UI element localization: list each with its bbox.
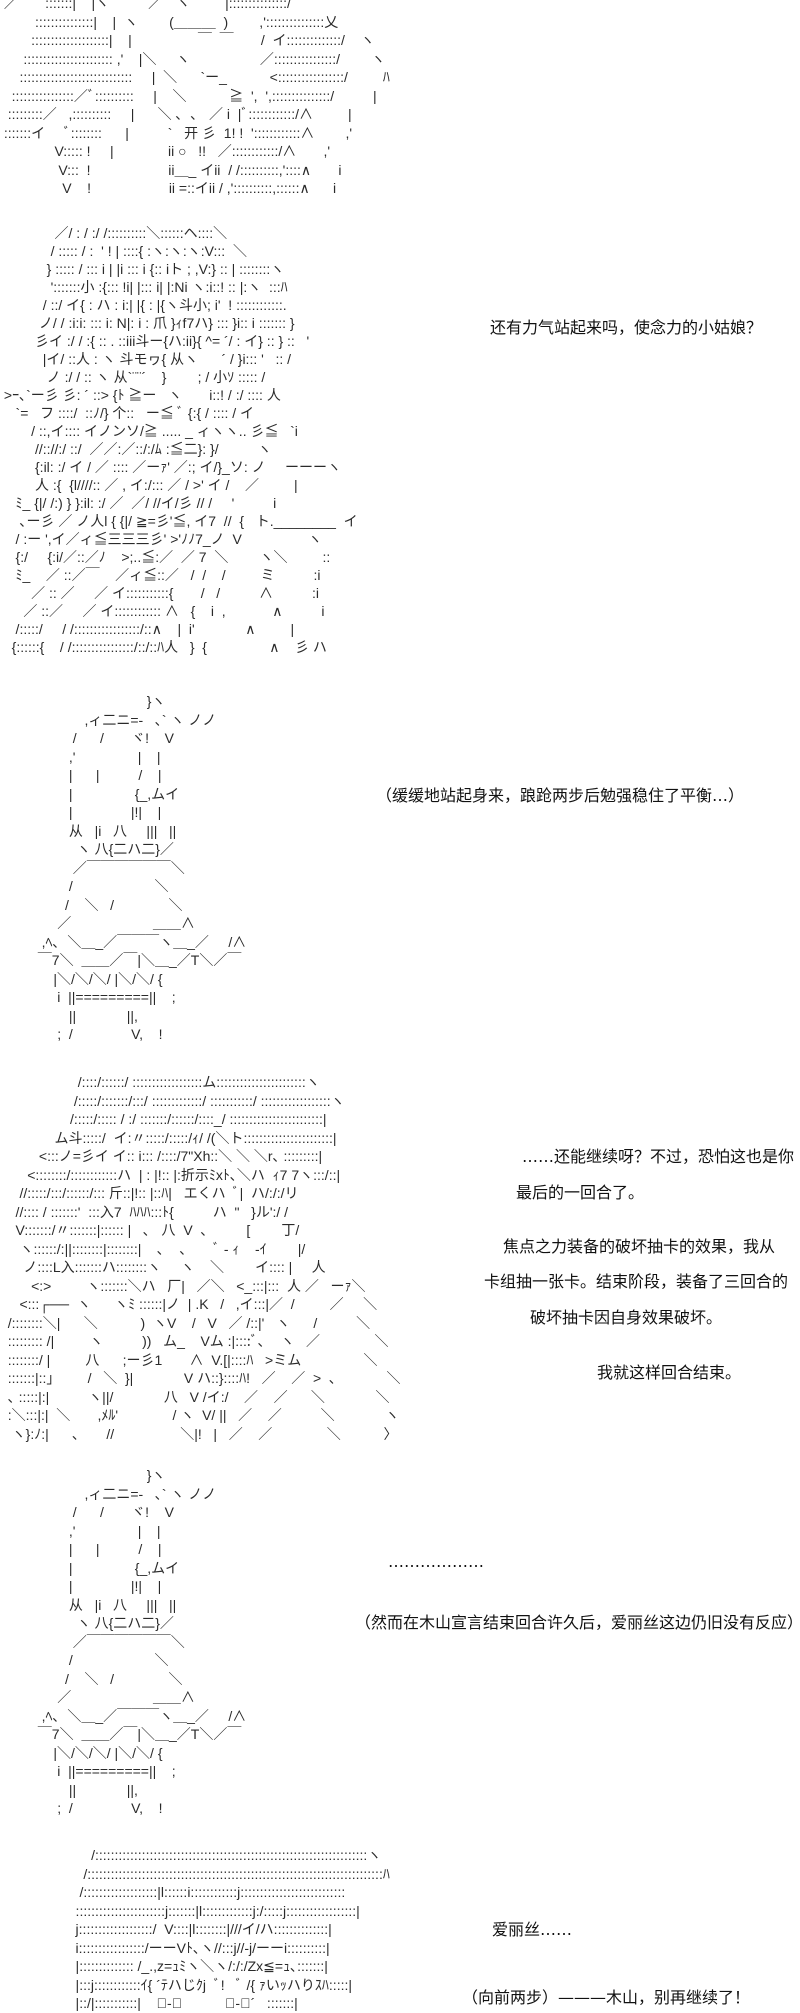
dialogue-line: 卡组抽一张卡。结束阶段，装备了三回合的: [484, 1272, 789, 1291]
dialogue-line: 焦点之力装备的破坏抽卡的效果，我从: [503, 1237, 776, 1256]
dialogue-line: 我就这样回合结束。: [597, 1363, 742, 1382]
ascii-art-kiyama-closeup: /::::/::::::/ ::::::::::::::::::ム:::::::…: [7, 1074, 401, 1442]
dialogue-line: 破坏抽卡因自身效果破坏。: [530, 1308, 723, 1327]
ascii-art-alice: }ヽ ,ィ二ニ=- ､` ヽ ノノ / / ヾ! V ,' | | | | / …: [37, 693, 247, 1042]
ascii-art-kiyama: ／/ : / :/ /::::::::::＼::::::ヘ::::＼ / :::…: [3, 225, 358, 655]
dialogue-line: 最后的一回合了。: [516, 1183, 645, 1202]
dialogue-line: （向前两步）———木山，别再继续了！: [462, 1988, 751, 2007]
narration-line: （然而在木山宣言结束回合许久后，爱丽丝这边仍旧没有反应）: [355, 1613, 800, 1632]
ascii-art-alice: }ヽ ,ィ二ニ=- ､` ヽ ノノ / / ヾ! V ,' | | | | / …: [37, 1467, 247, 1816]
narration-line: （缓缓地站起身来，踉跄两步后勉强稳住了平衡…）: [376, 786, 745, 805]
ascii-art-figures: ／ :::::::| |ヽ ／⌒ヽ |:::::::::::::::/ ::::…: [3, 0, 390, 196]
ellipsis-line: ………………: [388, 1552, 484, 1571]
dialogue-line: 还有力气站起来吗，使念力的小姑娘？: [490, 318, 763, 337]
dialogue-line: 爱丽丝……: [492, 1920, 573, 1939]
ascii-art-face: /:::::::::::::::::::::::::::::::::::::::…: [75, 1847, 390, 2011]
dialogue-line: ……还能继续呀？不过，恐怕这也是你: [522, 1147, 795, 1166]
